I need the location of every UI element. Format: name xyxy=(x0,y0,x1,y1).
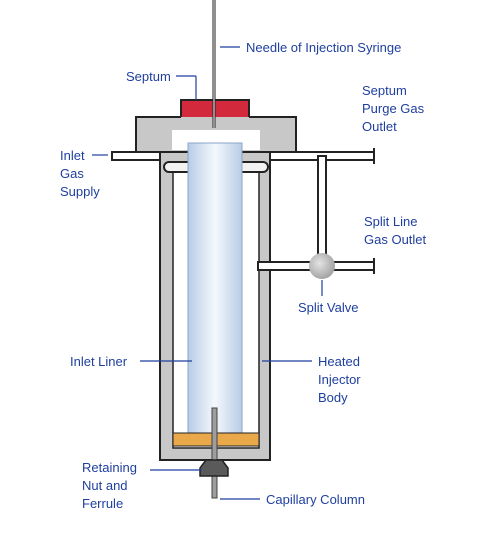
label-split-line-1: Split Line xyxy=(364,214,417,229)
label-retaining-nut-3: Ferrule xyxy=(82,496,123,511)
label-septum: Septum xyxy=(126,69,171,84)
capillary-column xyxy=(211,407,218,499)
label-inlet-gas-3: Supply xyxy=(60,184,100,199)
label-septum-purge-1: Septum xyxy=(362,83,407,98)
label-inlet-liner: Inlet Liner xyxy=(70,354,128,369)
label-inlet-gas-1: Inlet xyxy=(60,148,85,163)
retaining-nut-ferrule xyxy=(199,459,229,477)
label-needle: Needle of Injection Syringe xyxy=(246,40,401,55)
split-valve xyxy=(309,253,335,279)
label-inlet-gas-2: Gas xyxy=(60,166,84,181)
label-septum-purge-3: Outlet xyxy=(362,119,397,134)
inlet-gas-supply-pipe xyxy=(111,151,161,161)
label-retaining-nut-2: Nut and xyxy=(82,478,128,493)
label-heated-body-1: Heated xyxy=(318,354,360,369)
inlet-liner xyxy=(187,142,243,434)
label-heated-body-3: Body xyxy=(318,390,348,405)
label-split-line-2: Gas Outlet xyxy=(364,232,427,247)
label-split-valve: Split Valve xyxy=(298,300,358,315)
label-heated-body-2: Injector xyxy=(318,372,361,387)
label-retaining-nut-1: Retaining xyxy=(82,460,137,475)
label-capillary-column: Capillary Column xyxy=(266,492,365,507)
split-connector-pipe xyxy=(317,155,327,269)
label-septum-purge-2: Purge Gas xyxy=(362,101,425,116)
